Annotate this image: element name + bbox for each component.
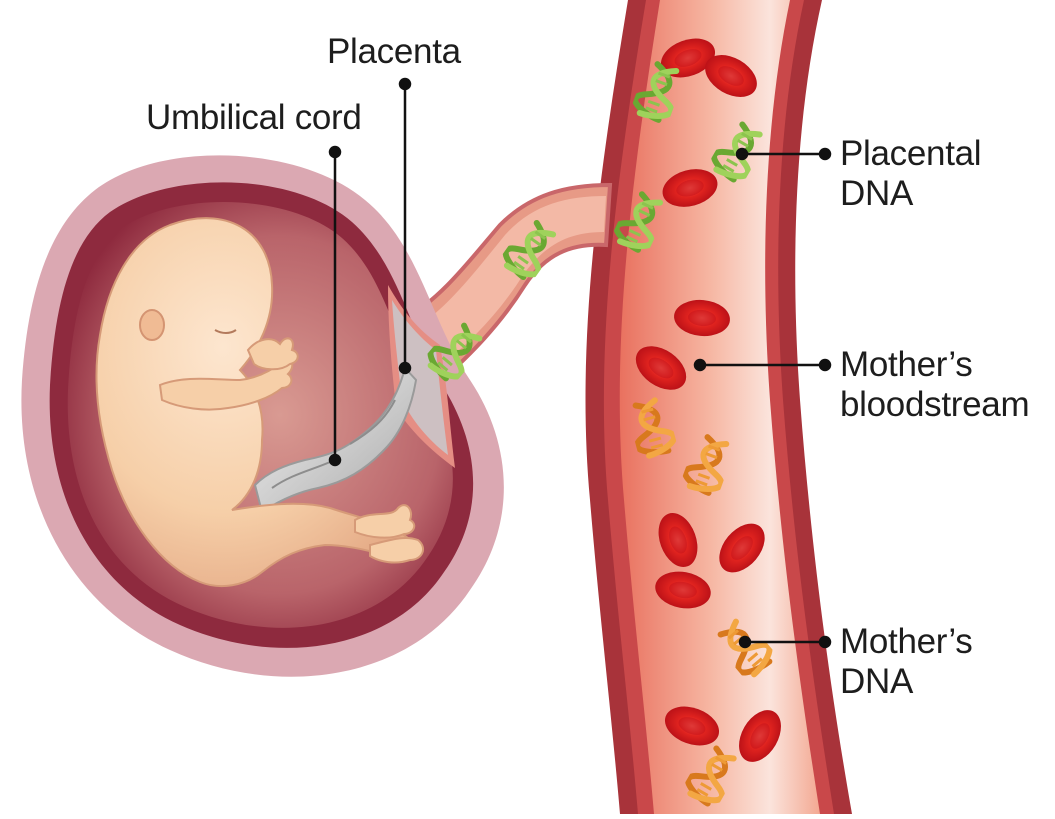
label-umbilical-cord: Umbilical cord — [146, 98, 362, 138]
fetus-ear — [140, 310, 164, 340]
label-mothers-bloodstream-line1: Mother’s — [840, 345, 1029, 385]
blood-vessel — [585, 0, 852, 814]
label-placenta: Placenta — [327, 32, 461, 72]
fetus-hand — [248, 338, 298, 369]
label-placental-dna-line1: Placental — [840, 134, 981, 174]
label-mothers-dna-line1: Mother’s — [840, 622, 972, 662]
label-placental-dna-line2: DNA — [840, 174, 981, 214]
label-mothers-dna-line2: DNA — [840, 662, 972, 702]
label-mothers-dna: Mother’s DNA — [840, 622, 972, 702]
label-mothers-bloodstream-line2: bloodstream — [840, 385, 1029, 425]
label-mothers-bloodstream: Mother’s bloodstream — [840, 345, 1029, 425]
label-placental-dna: Placental DNA — [840, 134, 981, 214]
